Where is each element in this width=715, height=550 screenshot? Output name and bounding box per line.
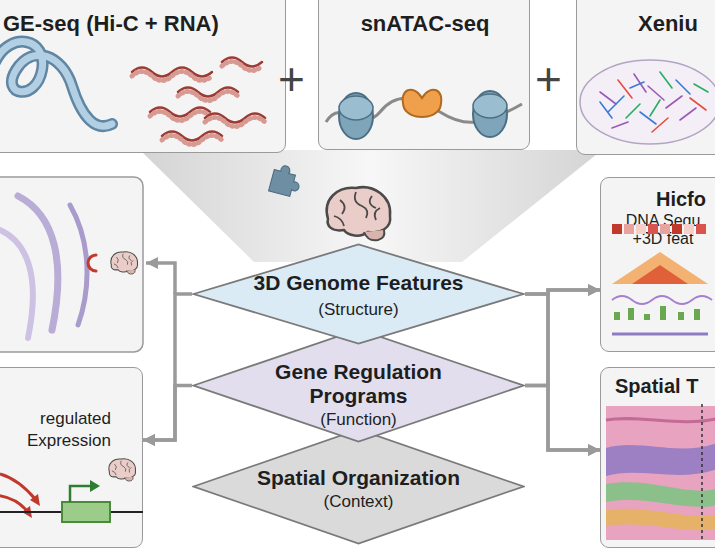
node-subtitle: DNA Sequ +3D feat: [613, 212, 713, 248]
feature-diamond: Gene Regulation Programs(Function): [192, 328, 525, 443]
brain-icon: [327, 187, 391, 240]
application-box: Spatial T: [600, 367, 715, 548]
puzzle-piece: [269, 163, 304, 198]
node-title: 3D Genome Features: [192, 271, 525, 295]
chromatin-arcs: [0, 228, 33, 338]
node-title: Spatial Organization: [192, 466, 525, 490]
node-title: Spatial T: [615, 375, 698, 398]
connector-arrow: [525, 290, 600, 294]
node-title: snATAC-seq: [319, 11, 531, 36]
illustration-box: [0, 177, 143, 352]
chromatin-arcs: [70, 205, 87, 325]
connector-arrow: [525, 290, 600, 386]
node-subtitle: (Function): [192, 410, 525, 430]
connector-arrow: [525, 294, 600, 450]
chromatin-arcs: [18, 196, 58, 330]
puzzle-piece: [269, 163, 304, 198]
convergence-fan: [140, 150, 602, 262]
brain-icon: [111, 252, 138, 274]
connector-arrow: [143, 386, 192, 441]
assay-box: Xeniu: [576, 0, 715, 155]
node-subtitle: (Context): [192, 492, 525, 512]
model-box: HicfoDNA Sequ +3D feat: [600, 177, 715, 352]
plus-sign: +: [535, 53, 562, 105]
node-title: Hicfo: [656, 188, 706, 211]
node-title: Gene Regulation Programs: [259, 360, 459, 408]
node-title: regulated Expression: [3, 408, 111, 452]
assay-box: GE-seq (Hi-C + RNA): [0, 0, 286, 153]
assay-box: snATAC-seq: [318, 0, 530, 150]
connector-arrow: [143, 294, 192, 440]
connector-arrow: [146, 263, 175, 294]
node-subtitle: (Structure): [192, 300, 525, 320]
plus-sign: +: [278, 53, 305, 105]
feature-diamond: Spatial Organization(Context): [192, 428, 525, 545]
connector-group: [143, 290, 600, 450]
node-title: Xeniu: [638, 11, 698, 36]
chromatin-arcs: [0, 196, 96, 338]
node-title: GE-seq (Hi-C + RNA): [3, 11, 219, 36]
connector-arrow: [525, 386, 600, 451]
application-box: regulated Expression: [0, 367, 143, 548]
feature-diamond: 3D Genome Features (Structure): [192, 243, 525, 345]
chromatin-arcs: [88, 255, 96, 271]
